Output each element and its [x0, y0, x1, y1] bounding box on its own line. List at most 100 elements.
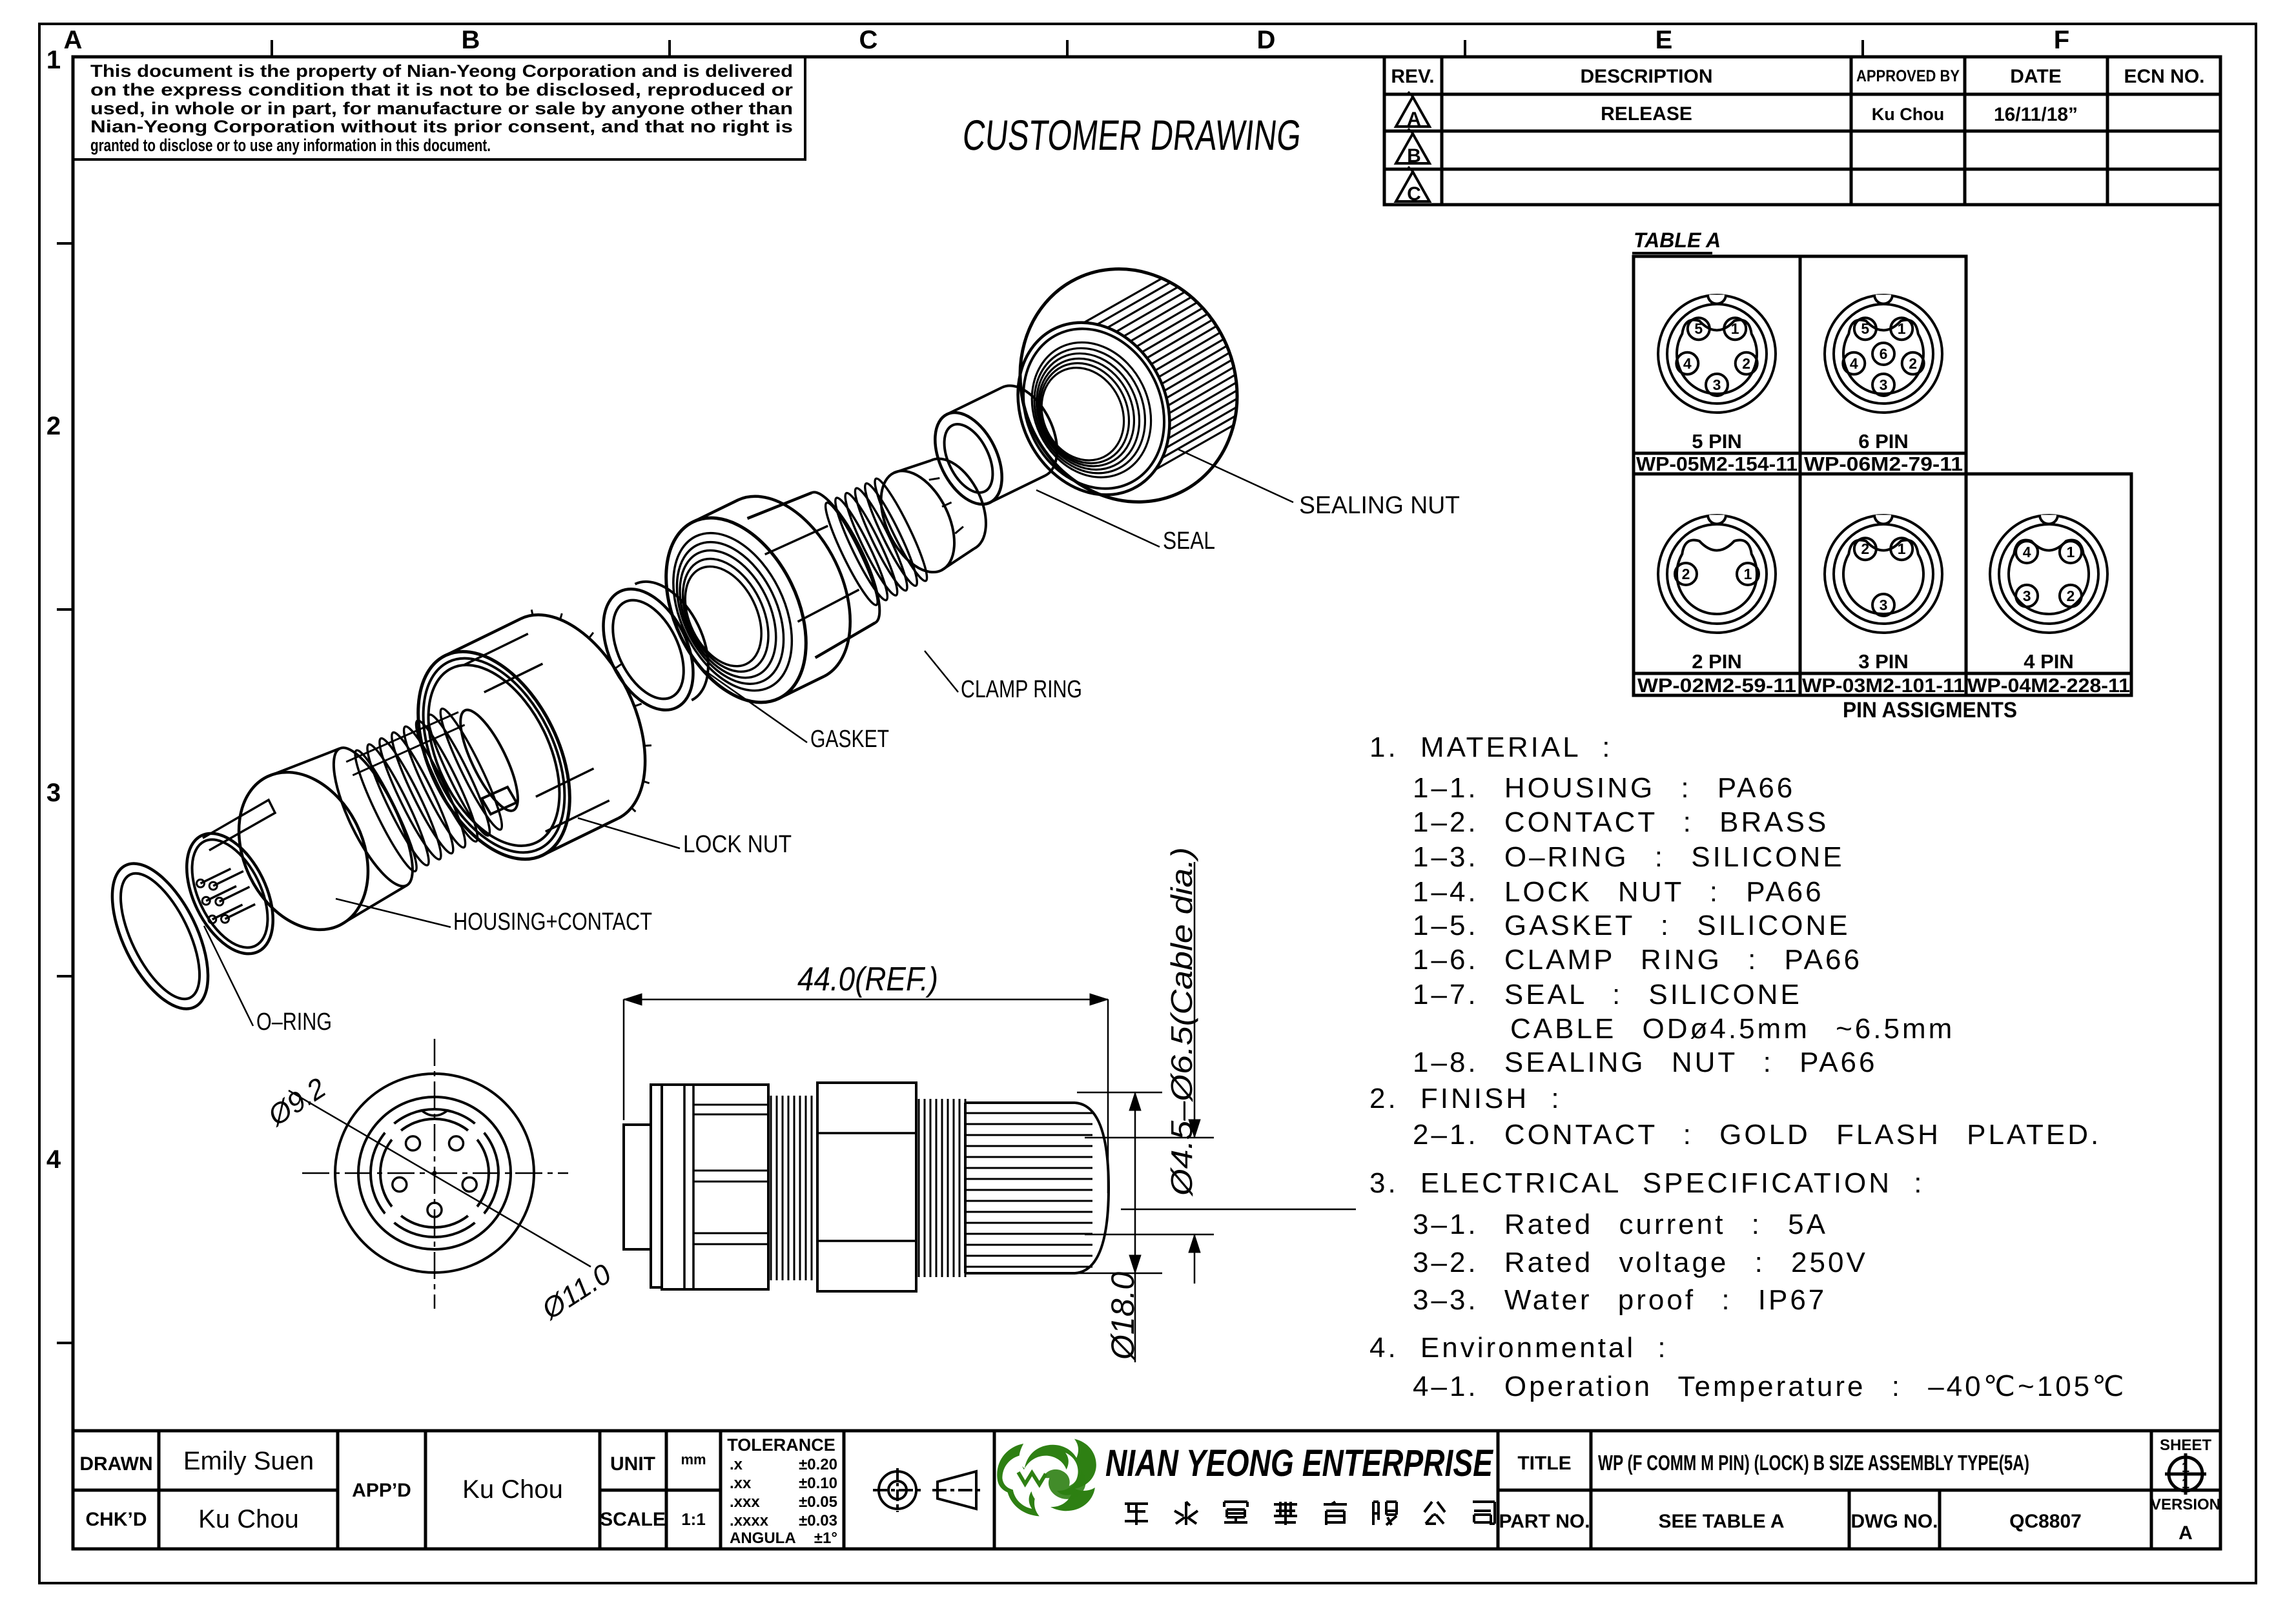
svg-text:A: A: [64, 26, 83, 54]
svg-text:2 PIN: 2 PIN: [1692, 650, 1742, 673]
svg-text:3: 3: [1713, 376, 1721, 393]
svg-text:.xxx: .xxx: [730, 1493, 760, 1511]
svg-text:3: 3: [1880, 597, 1888, 613]
svg-text:SEAL: SEAL: [1163, 527, 1215, 555]
svg-text:.xxxx: .xxxx: [730, 1512, 769, 1530]
svg-text:1: 1: [46, 46, 61, 74]
svg-text:1: 1: [2182, 1475, 2189, 1491]
svg-text:1: 1: [2067, 544, 2075, 560]
svg-text:Ku Chou: Ku Chou: [462, 1475, 563, 1504]
svg-text:2: 2: [1682, 566, 1690, 582]
svg-text:1–1. HOUSING : PA66: 1–1. HOUSING : PA66: [1413, 772, 1795, 804]
svg-text:44.0(REF.): 44.0(REF.): [797, 961, 938, 998]
svg-text:.x: .x: [730, 1456, 743, 1473]
svg-text:on the express condition tha: on the express condition that it is not …: [90, 80, 793, 99]
svg-text:Ø18.0: Ø18.0: [1105, 1272, 1141, 1361]
svg-text:UNIT: UNIT: [610, 1453, 655, 1475]
svg-text:F: F: [2054, 26, 2069, 54]
svg-text:.xx: .xx: [730, 1475, 752, 1492]
svg-text:5 PIN: 5 PIN: [1692, 430, 1742, 453]
svg-text:Ø4.5–Ø6.5(Cable dia.): Ø4.5–Ø6.5(Cable dia.): [1165, 847, 1198, 1197]
svg-text:TABLE A: TABLE A: [1634, 229, 1721, 252]
svg-text:4. Environmental :: 4. Environmental :: [1369, 1332, 1668, 1364]
svg-text:HOUSING+CONTACT: HOUSING+CONTACT: [453, 908, 652, 936]
svg-text:±0.10: ±0.10: [799, 1475, 837, 1492]
svg-text:4: 4: [1683, 355, 1692, 372]
svg-text:±0.03: ±0.03: [799, 1512, 837, 1530]
svg-text:2: 2: [2067, 588, 2075, 604]
svg-text:TOLERANCE: TOLERANCE: [727, 1435, 835, 1455]
svg-text:1: 1: [1744, 566, 1752, 582]
svg-text:4 PIN: 4 PIN: [2024, 650, 2074, 673]
svg-text:3. ELECTRICAL SPECIFICATION :: 3. ELECTRICAL SPECIFICATION :: [1369, 1167, 1924, 1199]
svg-text:WP (F COMM M PIN) (LOCK) B SIZ: WP (F COMM M PIN) (LOCK) B SIZE ASSEMBLY…: [1598, 1451, 2029, 1475]
svg-text:1–2. CONTACT : BRASS: 1–2. CONTACT : BRASS: [1413, 806, 1829, 838]
svg-text:VERSION: VERSION: [2151, 1496, 2220, 1513]
svg-text:DESCRIPTION: DESCRIPTION: [1580, 66, 1712, 87]
svg-text:Ku Chou: Ku Chou: [198, 1505, 299, 1533]
svg-text:C: C: [859, 26, 878, 54]
svg-text:O–RING: O–RING: [256, 1008, 332, 1036]
svg-text:4: 4: [1850, 355, 1858, 372]
svg-text:±1°: ±1°: [814, 1530, 837, 1547]
svg-text:2: 2: [46, 412, 61, 440]
svg-text:3: 3: [2023, 588, 2031, 604]
svg-text:4: 4: [2023, 544, 2031, 560]
svg-text:C: C: [1407, 183, 1421, 205]
svg-text:±0.20: ±0.20: [799, 1456, 837, 1473]
svg-text:PART NO.: PART NO.: [1499, 1511, 1590, 1532]
svg-text:CABLE ODø4.5mm ~6.5mm: CABLE ODø4.5mm ~6.5mm: [1510, 1013, 1954, 1045]
svg-text:WP-04M2-228-11: WP-04M2-228-11: [1967, 674, 2130, 697]
svg-text:2: 2: [1909, 355, 1917, 372]
svg-text:5: 5: [1694, 320, 1703, 337]
svg-text:1. MATERIAL :: 1. MATERIAL :: [1369, 732, 1613, 763]
svg-text:A: A: [2178, 1522, 2193, 1544]
svg-text:NIAN YEONG ENTERPRISE: NIAN YEONG ENTERPRISE: [1105, 1442, 1494, 1484]
svg-text:6 PIN: 6 PIN: [1858, 430, 1909, 453]
svg-text:REV.: REV.: [1391, 66, 1434, 87]
svg-text:4: 4: [46, 1145, 61, 1174]
svg-text:DRAWN: DRAWN: [79, 1453, 152, 1475]
svg-text:3: 3: [1880, 376, 1888, 393]
svg-text:ANGULA: ANGULA: [730, 1530, 796, 1547]
svg-text:LOCK NUT: LOCK NUT: [683, 831, 792, 858]
svg-text:GASKET: GASKET: [810, 726, 889, 753]
svg-text:ECN NO.: ECN NO.: [2124, 66, 2204, 87]
svg-text:1: 1: [1731, 320, 1739, 337]
svg-text:3–3. Water proof : IP67: 3–3. Water proof : IP67: [1413, 1284, 1827, 1316]
svg-text:1: 1: [2182, 1459, 2189, 1475]
svg-text:1–6. CLAMP RING : PA66: 1–6. CLAMP RING : PA66: [1413, 944, 1862, 976]
svg-text:This document is the property: This document is the property of Nian-Ye…: [90, 61, 793, 81]
svg-text:QC8807: QC8807: [2009, 1511, 2082, 1532]
svg-text:2: 2: [1861, 540, 1869, 557]
svg-text:WP-02M2-59-11: WP-02M2-59-11: [1637, 674, 1796, 697]
svg-text:CUSTOMER DRAWING: CUSTOMER DRAWING: [960, 112, 1304, 159]
svg-text:5: 5: [1861, 320, 1869, 337]
svg-text:APP’D: APP’D: [352, 1480, 411, 1501]
svg-text:1–5. GASKET : SILICONE: 1–5. GASKET : SILICONE: [1413, 910, 1850, 941]
svg-text:TITLE: TITLE: [1517, 1453, 1571, 1474]
svg-text:1: 1: [1898, 540, 1906, 557]
svg-text:Ku Chou: Ku Chou: [1872, 105, 1944, 124]
svg-text:E: E: [1655, 26, 1673, 54]
svg-text:WP-03M2-101-11: WP-03M2-101-11: [1802, 674, 1965, 697]
svg-text:DWG NO.: DWG NO.: [1851, 1511, 1938, 1532]
svg-text:SEALING NUT: SEALING NUT: [1299, 492, 1460, 519]
svg-text:1–8. SEALING NUT : PA66: 1–8. SEALING NUT : PA66: [1413, 1047, 1878, 1078]
svg-text:mm: mm: [681, 1451, 706, 1468]
svg-text:3–1. Rated current : 5A: 3–1. Rated current : 5A: [1413, 1209, 1828, 1240]
svg-text:used, in whole or in part, for: used, in whole or in part, for manufactu…: [90, 99, 793, 118]
svg-text:16/11/18”: 16/11/18”: [1994, 104, 2078, 125]
svg-text:1:1: 1:1: [681, 1510, 706, 1529]
svg-text:±0.05: ±0.05: [799, 1493, 837, 1511]
svg-text:RELEASE: RELEASE: [1601, 103, 1692, 125]
svg-text:B: B: [1407, 145, 1421, 167]
svg-text:PIN ASSIGMENTS: PIN ASSIGMENTS: [1843, 698, 2017, 722]
svg-text:SEE TABLE A: SEE TABLE A: [1658, 1511, 1784, 1532]
svg-text:SCALE: SCALE: [600, 1509, 666, 1530]
svg-text:CLAMP RING: CLAMP RING: [961, 676, 1082, 703]
svg-text:1–3. O–RING : SILICONE: 1–3. O–RING : SILICONE: [1413, 841, 1845, 873]
svg-text:APPROVED BY: APPROVED BY: [1856, 67, 1960, 85]
svg-text:3–2. Rated voltage : 250V: 3–2. Rated voltage : 250V: [1413, 1247, 1868, 1278]
svg-text:D: D: [1257, 26, 1276, 54]
